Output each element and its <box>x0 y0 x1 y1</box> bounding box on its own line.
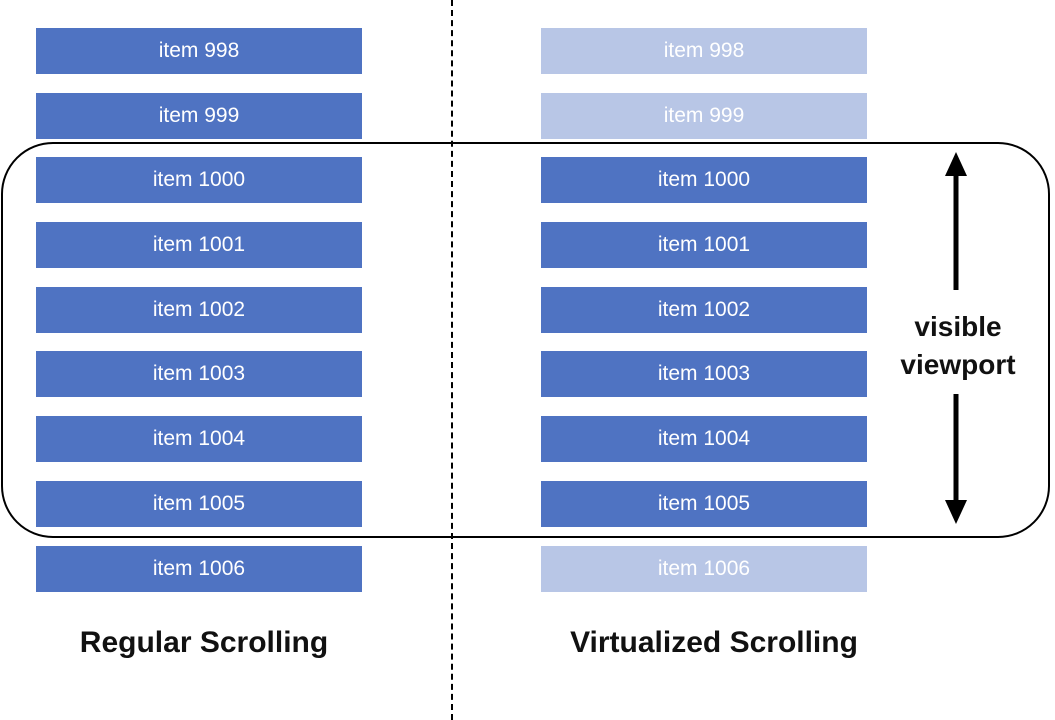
list-item: item 999 <box>36 92 362 139</box>
list-item: item 1002 <box>541 286 867 333</box>
arrow-down-icon <box>945 394 967 524</box>
list-item: item 1001 <box>36 222 362 269</box>
virtualized-scrolling-list: item 998 item 999 item 1000 item 1001 it… <box>541 28 867 610</box>
list-item: item 1005 <box>541 480 867 527</box>
list-item: item 1003 <box>36 351 362 398</box>
list-item: item 1000 <box>36 157 362 204</box>
list-item: item 999 <box>541 92 867 139</box>
regular-scrolling-list: item 998 item 999 item 1000 item 1001 it… <box>36 28 362 610</box>
viewport-label: visible viewport <box>888 308 1028 384</box>
virtualized-scrolling-caption: Virtualized Scrolling <box>570 626 858 659</box>
list-item: item 1001 <box>541 222 867 269</box>
list-item: item 1002 <box>36 286 362 333</box>
viewport-label-line1: visible <box>914 311 1002 342</box>
column-divider <box>451 0 453 720</box>
regular-scrolling-caption: Regular Scrolling <box>79 626 329 659</box>
viewport-label-line2: viewport <box>900 349 1016 380</box>
list-item: item 1004 <box>36 416 362 463</box>
list-item: item 1006 <box>541 545 867 592</box>
list-item: item 1003 <box>541 351 867 398</box>
list-item: item 1006 <box>36 545 362 592</box>
arrow-up-icon <box>945 152 967 290</box>
visible-viewport-outline <box>1 142 1050 538</box>
list-item: item 1004 <box>541 416 867 463</box>
list-item: item 998 <box>541 28 867 74</box>
list-item: item 1000 <box>541 157 867 204</box>
list-item: item 998 <box>36 28 362 74</box>
list-item: item 1005 <box>36 480 362 527</box>
